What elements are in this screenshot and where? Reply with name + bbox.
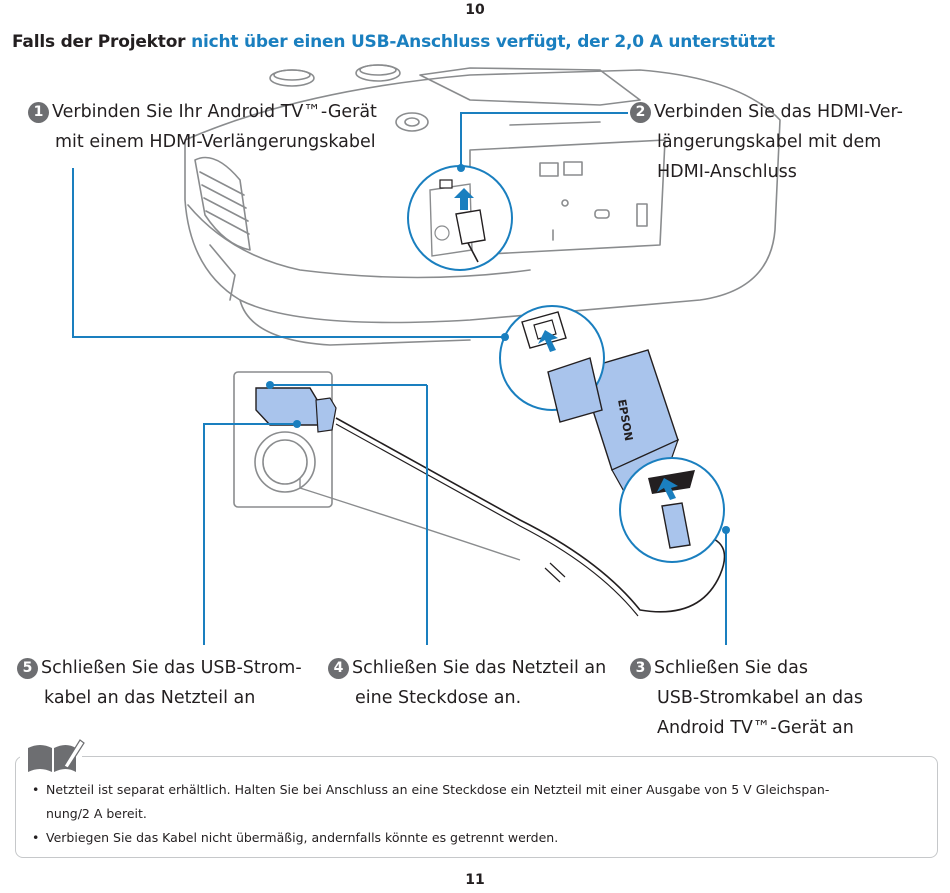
step-text: USB-Stromkabel an das <box>657 688 863 708</box>
step-number-badge: 4 <box>328 658 349 679</box>
step-text: Schließen Sie das Netzteil an <box>352 658 607 678</box>
step-text: kabel an das Netzteil an <box>44 688 256 708</box>
callout-device-hdmi <box>499 305 605 423</box>
note-box <box>15 756 938 858</box>
bullet: • <box>32 830 40 845</box>
step-text: längerungskabel mit dem <box>657 132 882 152</box>
step-text: Verbinden Sie das HDMI-Ver- <box>654 102 903 122</box>
bullet: • <box>32 782 40 797</box>
power-adapter <box>255 387 337 433</box>
note-item: • Netzteil ist separat erhältlich. Halte… <box>30 778 910 826</box>
step-text: Verbinden Sie Ihr Android TV™-Gerät <box>52 102 377 122</box>
step-number-badge: 1 <box>28 102 49 123</box>
callout-usb-power <box>619 457 725 563</box>
note-text: Netzteil ist separat erhältlich. Halten … <box>46 782 830 797</box>
usb-power-cable <box>335 417 726 613</box>
step-text: mit einem HDMI-Verlängerungskabel <box>55 132 376 152</box>
note-text: Verbiegen Sie das Kabel nicht übermäßig,… <box>46 830 559 845</box>
step-text: Schließen Sie das <box>654 658 809 678</box>
step-text: Schließen Sie das USB-Strom- <box>41 658 302 678</box>
step-number-badge: 5 <box>17 658 38 679</box>
step-number-badge: 3 <box>630 658 651 679</box>
step-text: eine Steckdose an. <box>355 688 522 708</box>
callout-hdmi-port <box>407 165 513 271</box>
note-item: • Verbiegen Sie das Kabel nicht übermäßi… <box>30 826 910 850</box>
step-number-badge: 2 <box>630 102 651 123</box>
heading-highlight: nicht über einen USB-Anschluss verfügt, … <box>191 32 775 52</box>
heading-bold: Falls der Projektor <box>12 32 186 52</box>
step-text: Android TV™-Gerät an <box>657 718 854 738</box>
leader-lines <box>72 112 727 645</box>
step-text: HDMI-Anschluss <box>657 162 797 182</box>
note-text: nung/2 A bereit. <box>46 806 147 821</box>
note-list: • Netzteil ist separat erhältlich. Halte… <box>30 778 910 850</box>
page-number-top: 10 <box>465 2 485 18</box>
page-number-bottom: 11 <box>465 872 485 888</box>
section-heading: Falls der Projektor nicht über einen USB… <box>12 32 775 52</box>
